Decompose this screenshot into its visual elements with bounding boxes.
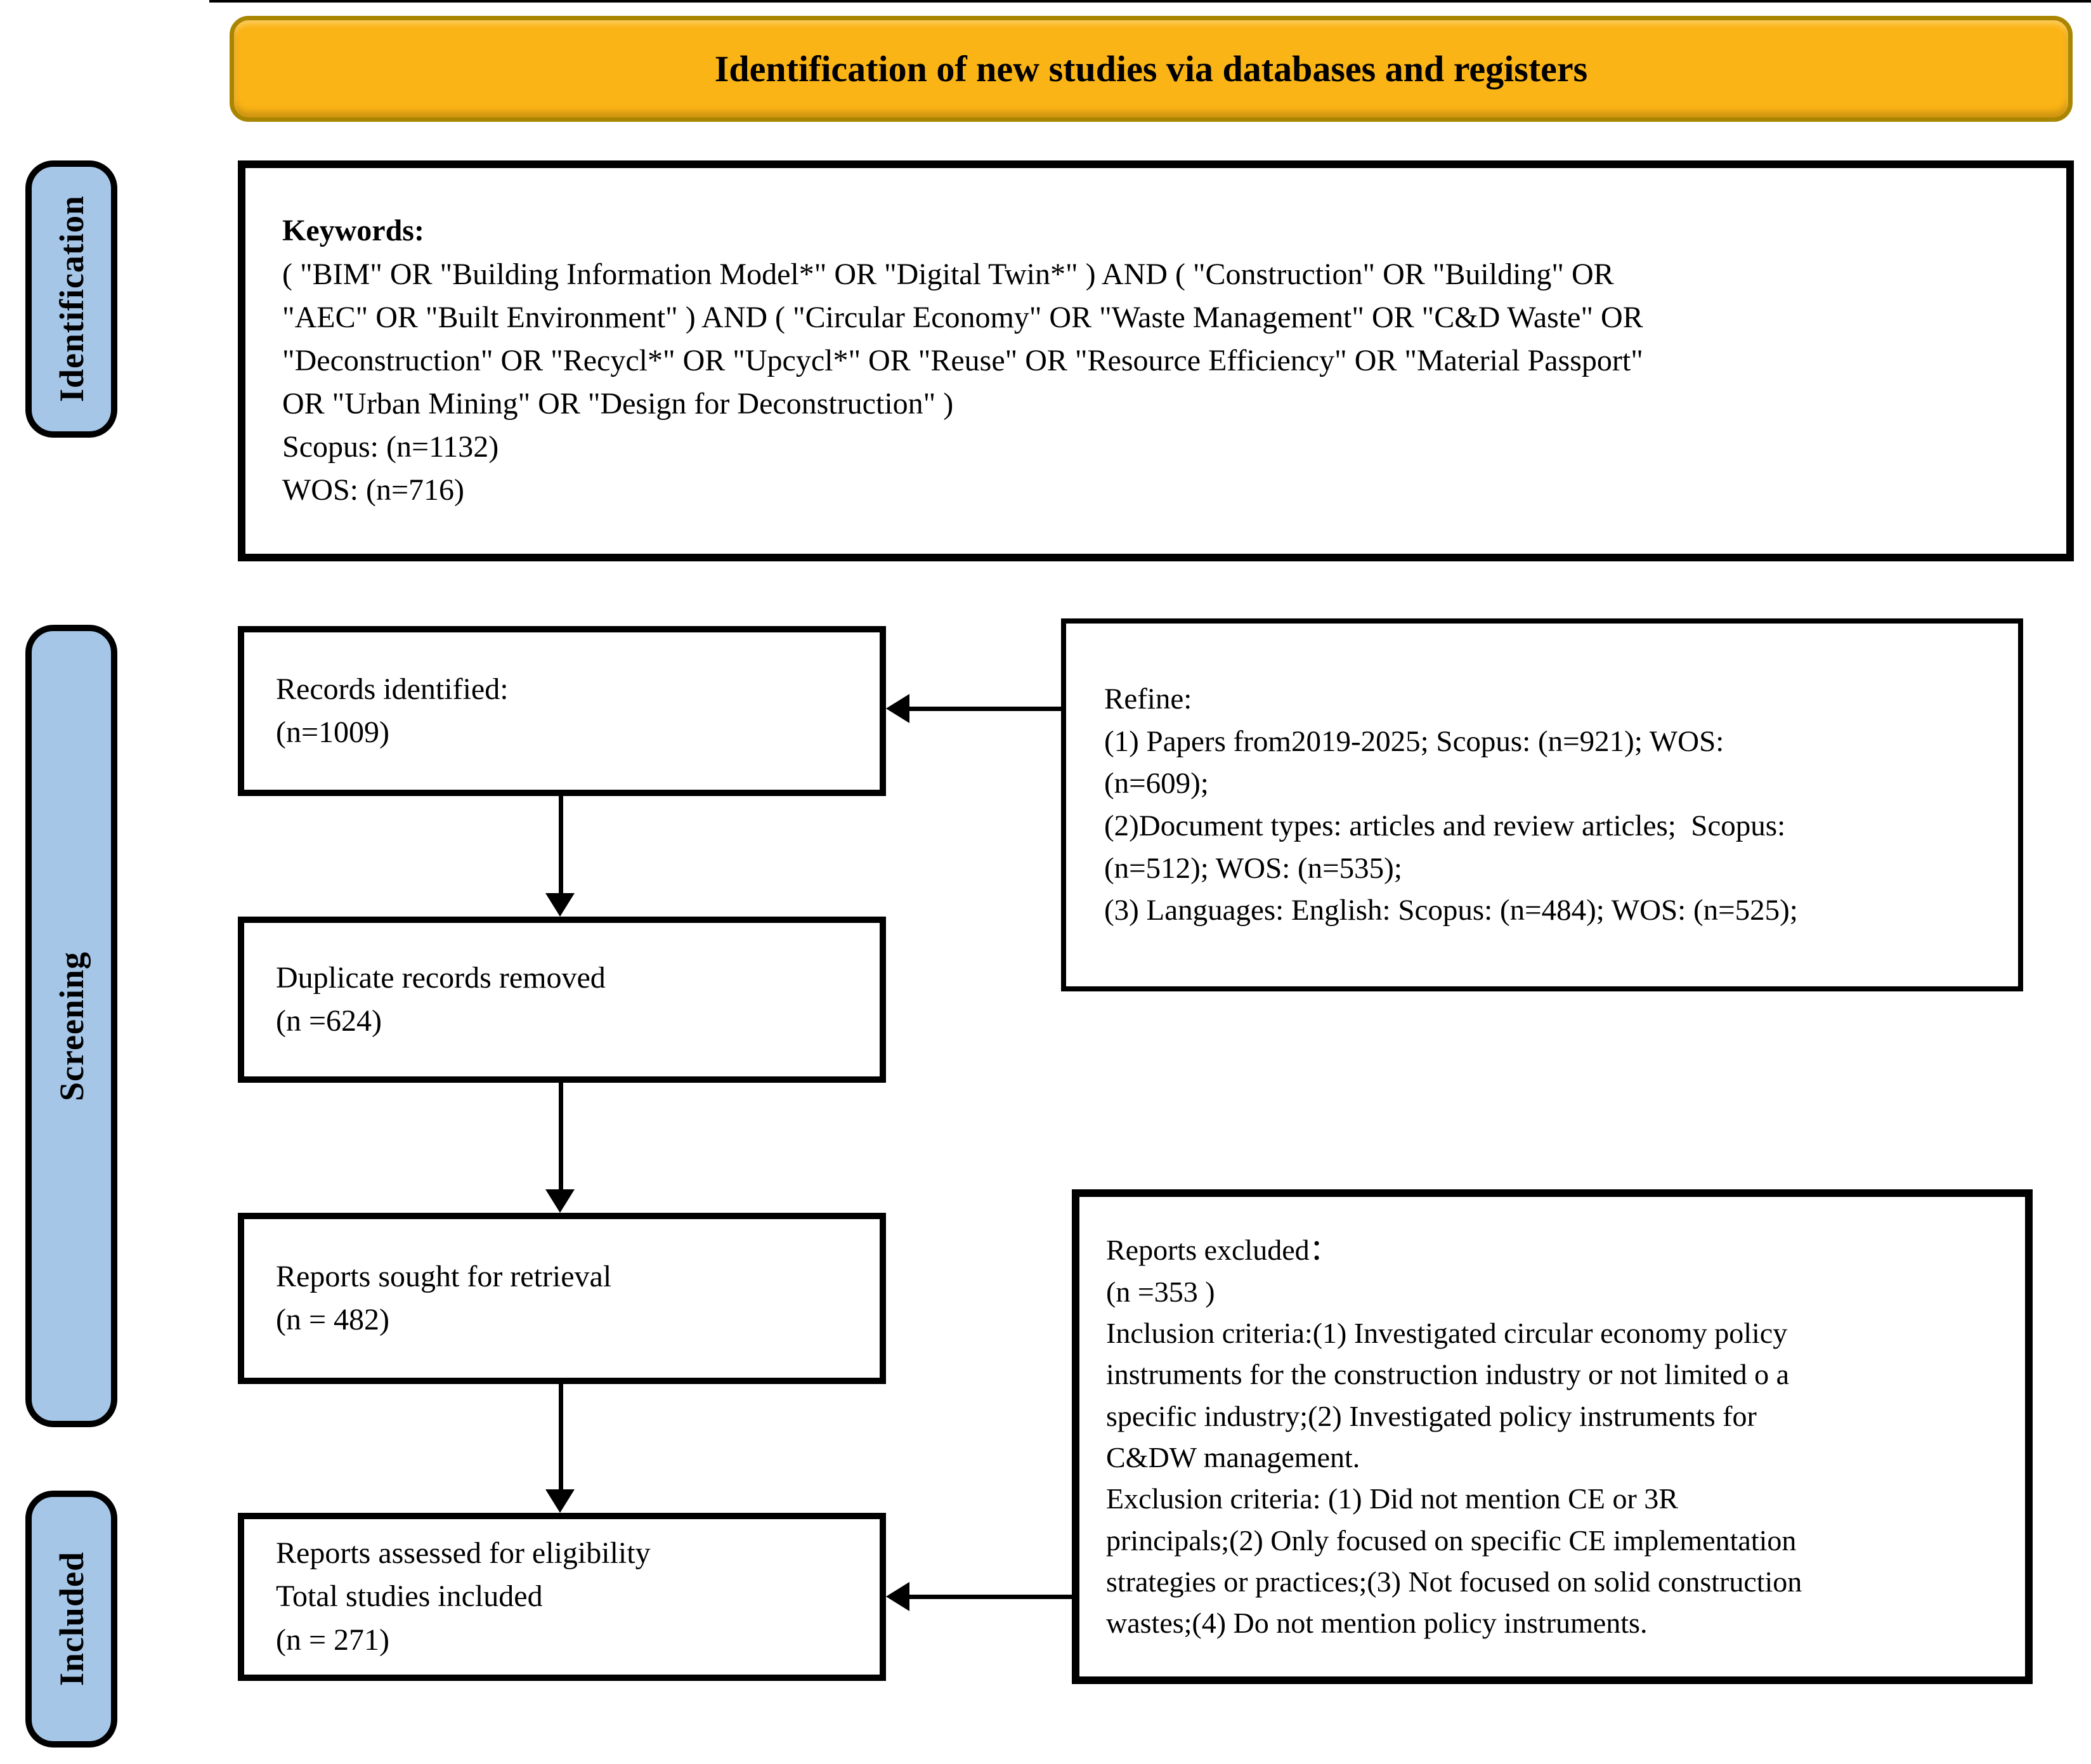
keywords-wos-count: WOS: (n=716) (282, 473, 465, 507)
exclusion-criteria-line: strategies or practices;(3) Not focused … (1106, 1565, 1802, 1598)
stage-label-included: Included (25, 1491, 117, 1748)
arrow-sought-to-assessed-line (559, 1384, 563, 1492)
banner: Identification of new studies via databa… (230, 16, 2073, 122)
arrow-records-to-duplicates-line (559, 796, 563, 894)
exclusion-criteria-line: wastes;(4) Do not mention policy instrum… (1106, 1607, 1648, 1640)
reports-sought-label: Reports sought for retrieval (276, 1259, 612, 1293)
stage-label-text: Included (52, 1552, 91, 1687)
inclusion-criteria-line: C&DW management. (1106, 1441, 1360, 1473)
refine-line: (n=512); WOS: (n=535); (1104, 851, 1402, 885)
refine-line: (3) Languages: English: Scopus: (n=484);… (1104, 894, 1798, 927)
records-identified-box: Records identified: (n=1009) (238, 626, 886, 796)
reports-sought-box: Reports sought for retrieval (n = 482) (238, 1213, 886, 1384)
arrow-refine-to-records-line (908, 707, 1061, 711)
arrow-down-icon (545, 893, 575, 917)
reports-assessed-label: Reports assessed for eligibility (276, 1536, 651, 1571)
arrow-left-icon (886, 694, 909, 723)
refine-line: (2)Document types: articles and review a… (1104, 809, 1786, 842)
arrow-duplicates-to-sought-line (559, 1083, 563, 1192)
keywords-box: Keywords: ( "BIM" OR "Building Informati… (238, 160, 2074, 561)
stage-label-identification: Identification (25, 160, 117, 438)
keywords-heading: Keywords: (282, 214, 424, 248)
stage-label-text: Screening (52, 951, 91, 1101)
refine-heading: Refine: (1104, 682, 1192, 715)
duplicates-removed-box: Duplicate records removed (n =624) (238, 917, 886, 1083)
refine-box: Refine: (1) Papers from2019-2025; Scopus… (1061, 618, 2023, 991)
duplicates-removed-count: (n =624) (276, 1004, 382, 1038)
keywords-line: OR "Urban Mining" OR "Design for Deconst… (282, 387, 954, 421)
studies-included-count: (n = 271) (276, 1623, 390, 1657)
arrow-down-icon (545, 1489, 575, 1513)
records-identified-label: Records identified: (276, 672, 509, 706)
exclusion-criteria-line: Exclusion criteria: (1) Did not mention … (1106, 1482, 1678, 1515)
refine-line: (1) Papers from2019-2025; Scopus: (n=921… (1104, 724, 1724, 758)
arrow-left-icon (886, 1582, 909, 1611)
keywords-line: ( "BIM" OR "Building Information Model*"… (282, 257, 1614, 291)
keywords-scopus-count: Scopus: (n=1132) (282, 430, 499, 464)
arrow-down-icon (545, 1189, 575, 1213)
top-border-line (209, 0, 2091, 3)
inclusion-criteria-line: Inclusion criteria:(1) Investigated circ… (1106, 1317, 1788, 1350)
duplicates-removed-label: Duplicate records removed (276, 960, 606, 995)
banner-title: Identification of new studies via databa… (714, 48, 1588, 89)
records-identified-count: (n=1009) (276, 715, 390, 749)
reports-excluded-box: Reports excluded： (n =353 ) Inclusion cr… (1072, 1189, 2033, 1684)
studies-included-label: Total studies included (276, 1579, 543, 1614)
refine-line: (n=609); (1104, 767, 1209, 800)
exclusion-criteria-line: principals;(2) Only focused on specific … (1106, 1524, 1797, 1557)
reports-sought-count: (n = 482) (276, 1303, 390, 1336)
reports-excluded-heading: Reports excluded： (1106, 1234, 1339, 1267)
inclusion-criteria-line: specific industry;(2) Investigated polic… (1106, 1399, 1757, 1432)
inclusion-criteria-line: instruments for the construction industr… (1106, 1358, 1790, 1391)
stage-label-screening: Screening (25, 625, 117, 1427)
reports-assessed-box: Reports assessed for eligibility Total s… (238, 1513, 886, 1681)
reports-excluded-count: (n =353 ) (1106, 1275, 1215, 1308)
keywords-line: "Deconstruction" OR "Recycl*" OR "Upcycl… (282, 343, 1643, 377)
stage-label-text: Identification (52, 195, 91, 403)
keywords-line: "AEC" OR "Built Environment" ) AND ( "Ci… (282, 300, 1643, 334)
arrow-excluded-to-assessed-line (908, 1595, 1072, 1599)
